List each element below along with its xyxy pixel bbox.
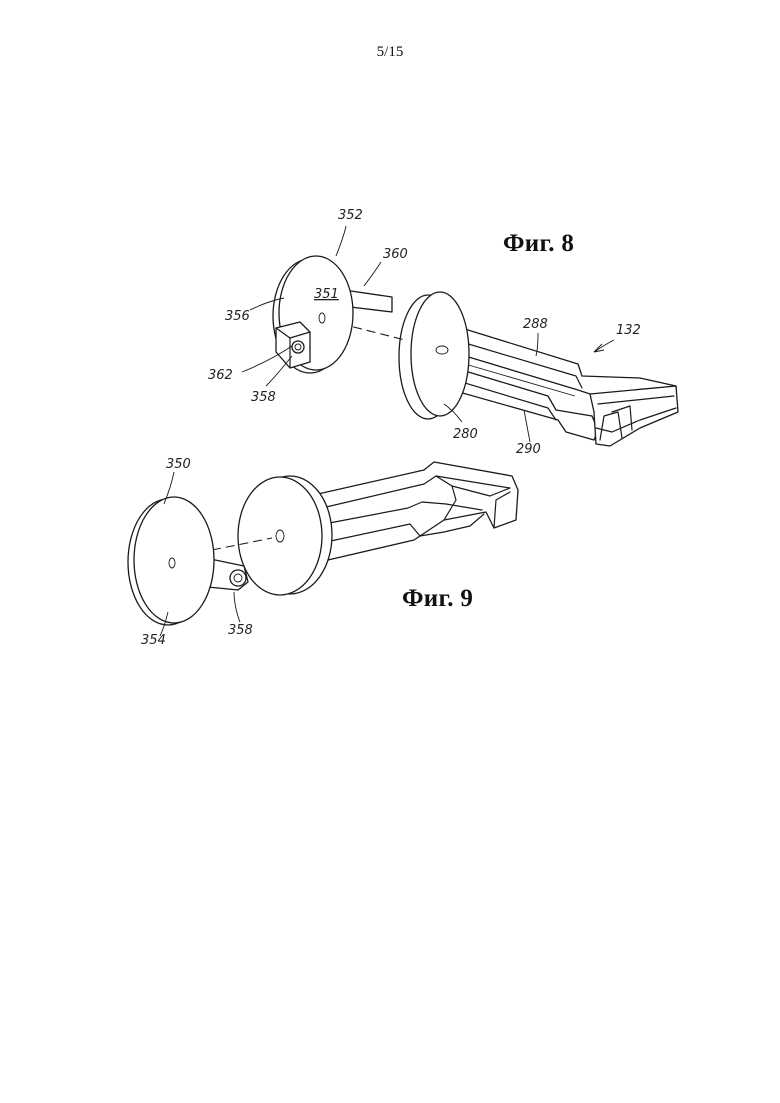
label-356: 356 — [225, 309, 250, 324]
lock-disc-fig9 — [128, 497, 248, 625]
label-280: 280 — [453, 427, 478, 442]
label-352: 352 — [338, 208, 363, 223]
label-288: 288 — [523, 317, 548, 332]
label-350: 350 — [166, 457, 191, 472]
label-290: 290 — [516, 442, 541, 457]
spool-body-fig9 — [318, 462, 518, 560]
spool-flange-fig9 — [238, 476, 332, 595]
label-358-fig9: 358 — [228, 623, 253, 638]
label-358: 358 — [251, 390, 276, 405]
label-351: 351 — [314, 287, 339, 302]
lock-disc-fig8 — [273, 256, 392, 373]
label-360: 360 — [383, 247, 408, 262]
spool-flange-fig8 — [399, 292, 469, 419]
figure-9-drawing: 350 354 358 — [128, 457, 518, 648]
figure-8-drawing: 352 360 351 356 362 358 288 132 280 290 — [208, 208, 678, 457]
label-354: 354 — [141, 633, 166, 648]
label-132: 132 — [616, 323, 641, 338]
label-362: 362 — [208, 368, 233, 383]
